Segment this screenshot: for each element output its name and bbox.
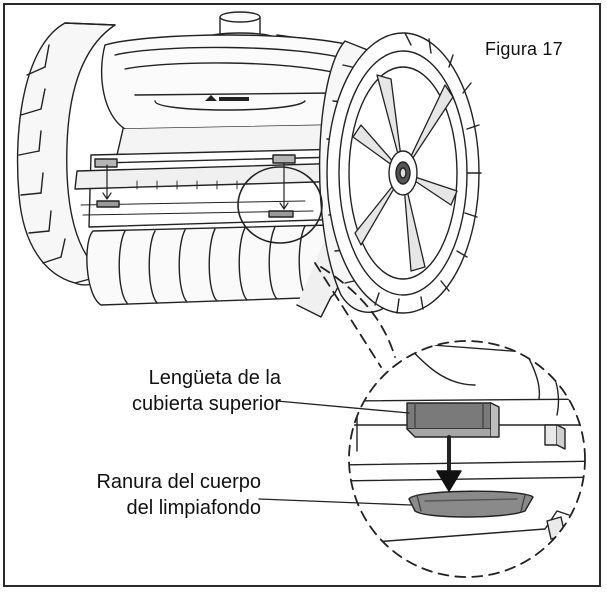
right-wheel bbox=[318, 32, 482, 314]
figure-frame: Figura 17 Lengüeta de la cubierta superi… bbox=[3, 3, 601, 587]
left-wheel bbox=[13, 13, 116, 286]
callout-top-cover-tab-line2: cubierta superior bbox=[132, 393, 281, 415]
figure-label: Figura 17 bbox=[485, 39, 563, 59]
front-roller bbox=[86, 224, 343, 318]
callout-top-cover-tab: Lengüeta de la cubierta superior bbox=[45, 365, 281, 417]
callout-lines bbox=[258, 400, 412, 506]
callout-body-slot: Ranura del cuerpo del limpiafondo bbox=[35, 469, 261, 521]
callout-body-slot-line2: del limpiafondo bbox=[126, 497, 261, 519]
zoom-detail bbox=[348, 340, 586, 578]
zoom-leader-lines bbox=[314, 262, 396, 368]
down-arrow-icon bbox=[436, 435, 462, 492]
brand-logo-icon bbox=[205, 95, 249, 101]
detail-circle bbox=[237, 166, 323, 244]
cleaner-body bbox=[74, 11, 384, 228]
cleaner-illustration bbox=[13, 11, 586, 578]
callout-body-slot-line1: Ranura del cuerpo bbox=[96, 471, 261, 493]
callout-top-cover-tab-line1: Lengüeta de la bbox=[148, 367, 281, 389]
